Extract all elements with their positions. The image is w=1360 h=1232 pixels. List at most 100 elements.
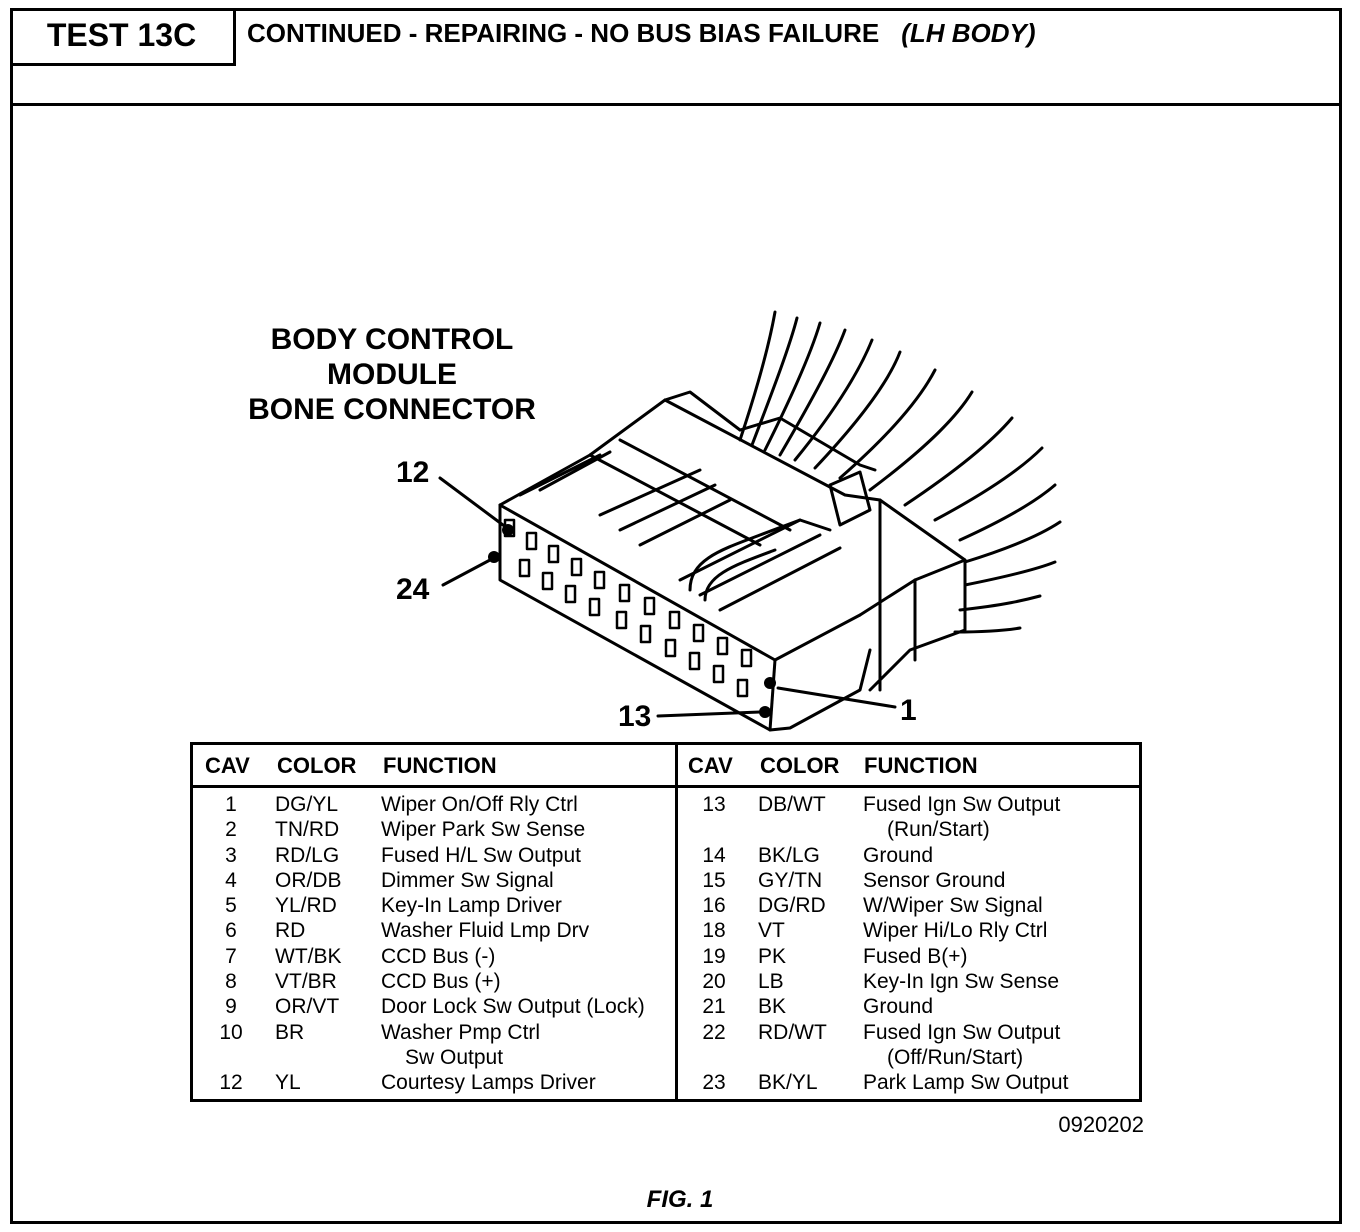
pin-label-24: 24 [396, 573, 430, 606]
figure-caption: FIG. 1 [646, 1186, 714, 1213]
cav-cell: 10 [219, 1020, 243, 1044]
header-cav: CAV [205, 753, 250, 778]
function-cell: Park Lamp Sw Output [863, 1070, 1068, 1095]
test-id-box: TEST 13C [10, 8, 236, 66]
function-text: W/Wiper Sw Signal [863, 894, 1043, 918]
connector-drawing [438, 310, 1062, 732]
function-cell: Key-In Lamp Driver [381, 893, 562, 918]
function-text: Dimmer Sw Signal [381, 868, 554, 892]
function-cell: CCD Bus (-) [381, 944, 495, 969]
color-cell: LB [758, 970, 784, 994]
pin-table-left: CAV COLOR FUNCTION 1 DG/YL Wiper On/Off Rl… [193, 745, 675, 1099]
cav-cell: 12 [219, 1071, 243, 1095]
function-text: Park Lamp Sw Output [863, 1071, 1069, 1095]
cav-cell: 2 [225, 818, 237, 842]
title-suffix: (LH BODY) [901, 18, 1036, 48]
function-cell: Key-In Ign Sw Sense [863, 969, 1059, 994]
pin-label-1: 1 [900, 694, 917, 727]
function-cell: CCD Bus (+) [381, 969, 501, 994]
function-cell: Dimmer Sw Signal [381, 868, 554, 893]
header-bar [10, 8, 1342, 106]
function-cell: Fused H/L Sw Output [381, 843, 581, 868]
color-cell: DB/WT [758, 793, 826, 816]
function-cell: Ground [863, 994, 933, 1019]
table-header: CAV COLOR FUNCTION [193, 745, 675, 788]
function-text: Washer Pmp Ctrl [381, 1020, 541, 1044]
function-text: CCD Bus (-) [381, 944, 496, 968]
wire-bundle [738, 310, 1062, 634]
function-text: Ground [863, 995, 934, 1019]
header-cav: CAV [688, 753, 733, 778]
pin-label-13: 13 [618, 700, 652, 733]
color-cell: RD [275, 919, 306, 943]
color-cell: PK [758, 944, 787, 968]
table-row: 12 YL Courtesy Lamps Driver [193, 1070, 675, 1095]
pin-12-marker [502, 524, 514, 536]
table-header: CAV COLOR FUNCTION [678, 745, 1139, 788]
function-cell: W/Wiper Sw Signal [863, 893, 1043, 918]
pin-1-marker [764, 677, 776, 689]
color-cell: DG/RD [758, 894, 826, 918]
header-function: FUNCTION [383, 753, 497, 778]
connector-body [498, 390, 967, 732]
cav-cell: 6 [225, 919, 237, 943]
function-cell: Fused B(+) [863, 944, 967, 969]
cav-cell: 23 [702, 1071, 726, 1095]
function-text: Sensor Ground [863, 868, 1006, 892]
table-row: 9 OR/VT Door Lock Sw Output (Lock) [193, 994, 675, 1019]
page-title: CONTINUED - REPAIRING - NO BUS BIAS FAIL… [247, 18, 1036, 49]
function-cell: Wiper Hi/Lo Rly Ctrl [863, 918, 1047, 943]
connector-title-line-2: MODULE [327, 358, 457, 391]
cav-cell: 1 [225, 793, 237, 816]
title-text: CONTINUED - REPAIRING - NO BUS BIAS FAIL… [247, 18, 880, 48]
function-cell: Ground [863, 843, 933, 868]
color-cell: DG/YL [275, 793, 339, 816]
color-cell: WT/BK [275, 944, 342, 968]
cav-cell: 9 [225, 995, 237, 1019]
table-row: 6 RD Washer Fluid Lmp Drv [193, 918, 675, 943]
function-cell: Fused Ign Sw Output(Run/Start) [863, 792, 1060, 842]
color-cell: BK [758, 995, 787, 1019]
function-text: Wiper Park Sw Sense [381, 818, 586, 842]
color-cell: OR/VT [275, 995, 340, 1019]
table-row: 22 RD/WT Fused Ign Sw Output(Off/Run/Start… [678, 1020, 1139, 1071]
function-cell: Courtesy Lamps Driver [381, 1070, 596, 1095]
function-text: Wiper Hi/Lo Rly Ctrl [863, 919, 1048, 943]
function-text: Key-In Lamp Driver [381, 894, 562, 918]
header-color: COLOR [277, 753, 357, 778]
cav-cell: 15 [702, 868, 726, 892]
color-cell: RD/WT [758, 1020, 827, 1044]
color-cell: TN/RD [275, 818, 340, 842]
function-cell: Wiper On/Off Rly Ctrl [381, 792, 578, 817]
cav-cell: 18 [702, 919, 726, 943]
function-text: CCD Bus (+) [381, 970, 501, 994]
color-cell: BK/YL [758, 1071, 818, 1095]
function-text: Fused Ign Sw Output [863, 1020, 1061, 1044]
function-cell: Door Lock Sw Output (Lock) [381, 994, 645, 1019]
test-id: TEST 13C [46, 17, 197, 53]
pin-13-marker [759, 706, 771, 718]
color-cell: YL [275, 1071, 301, 1095]
function-text: Courtesy Lamps Driver [381, 1071, 596, 1095]
function-text-continued: (Off/Run/Start) [887, 1045, 1024, 1069]
pin-table: CAV COLOR FUNCTION 1 DG/YL Wiper On/Off Rl… [190, 742, 1142, 1102]
function-cell: Washer Fluid Lmp Drv [381, 918, 589, 943]
connector-title: BODY CONTROL MODULE BONE CONNECTOR [232, 322, 552, 427]
function-text-continued: Sw Output [405, 1045, 504, 1069]
function-cell: Sensor Ground [863, 868, 1005, 893]
color-cell: BK/LG [758, 843, 820, 867]
cav-cell: 22 [702, 1020, 726, 1044]
